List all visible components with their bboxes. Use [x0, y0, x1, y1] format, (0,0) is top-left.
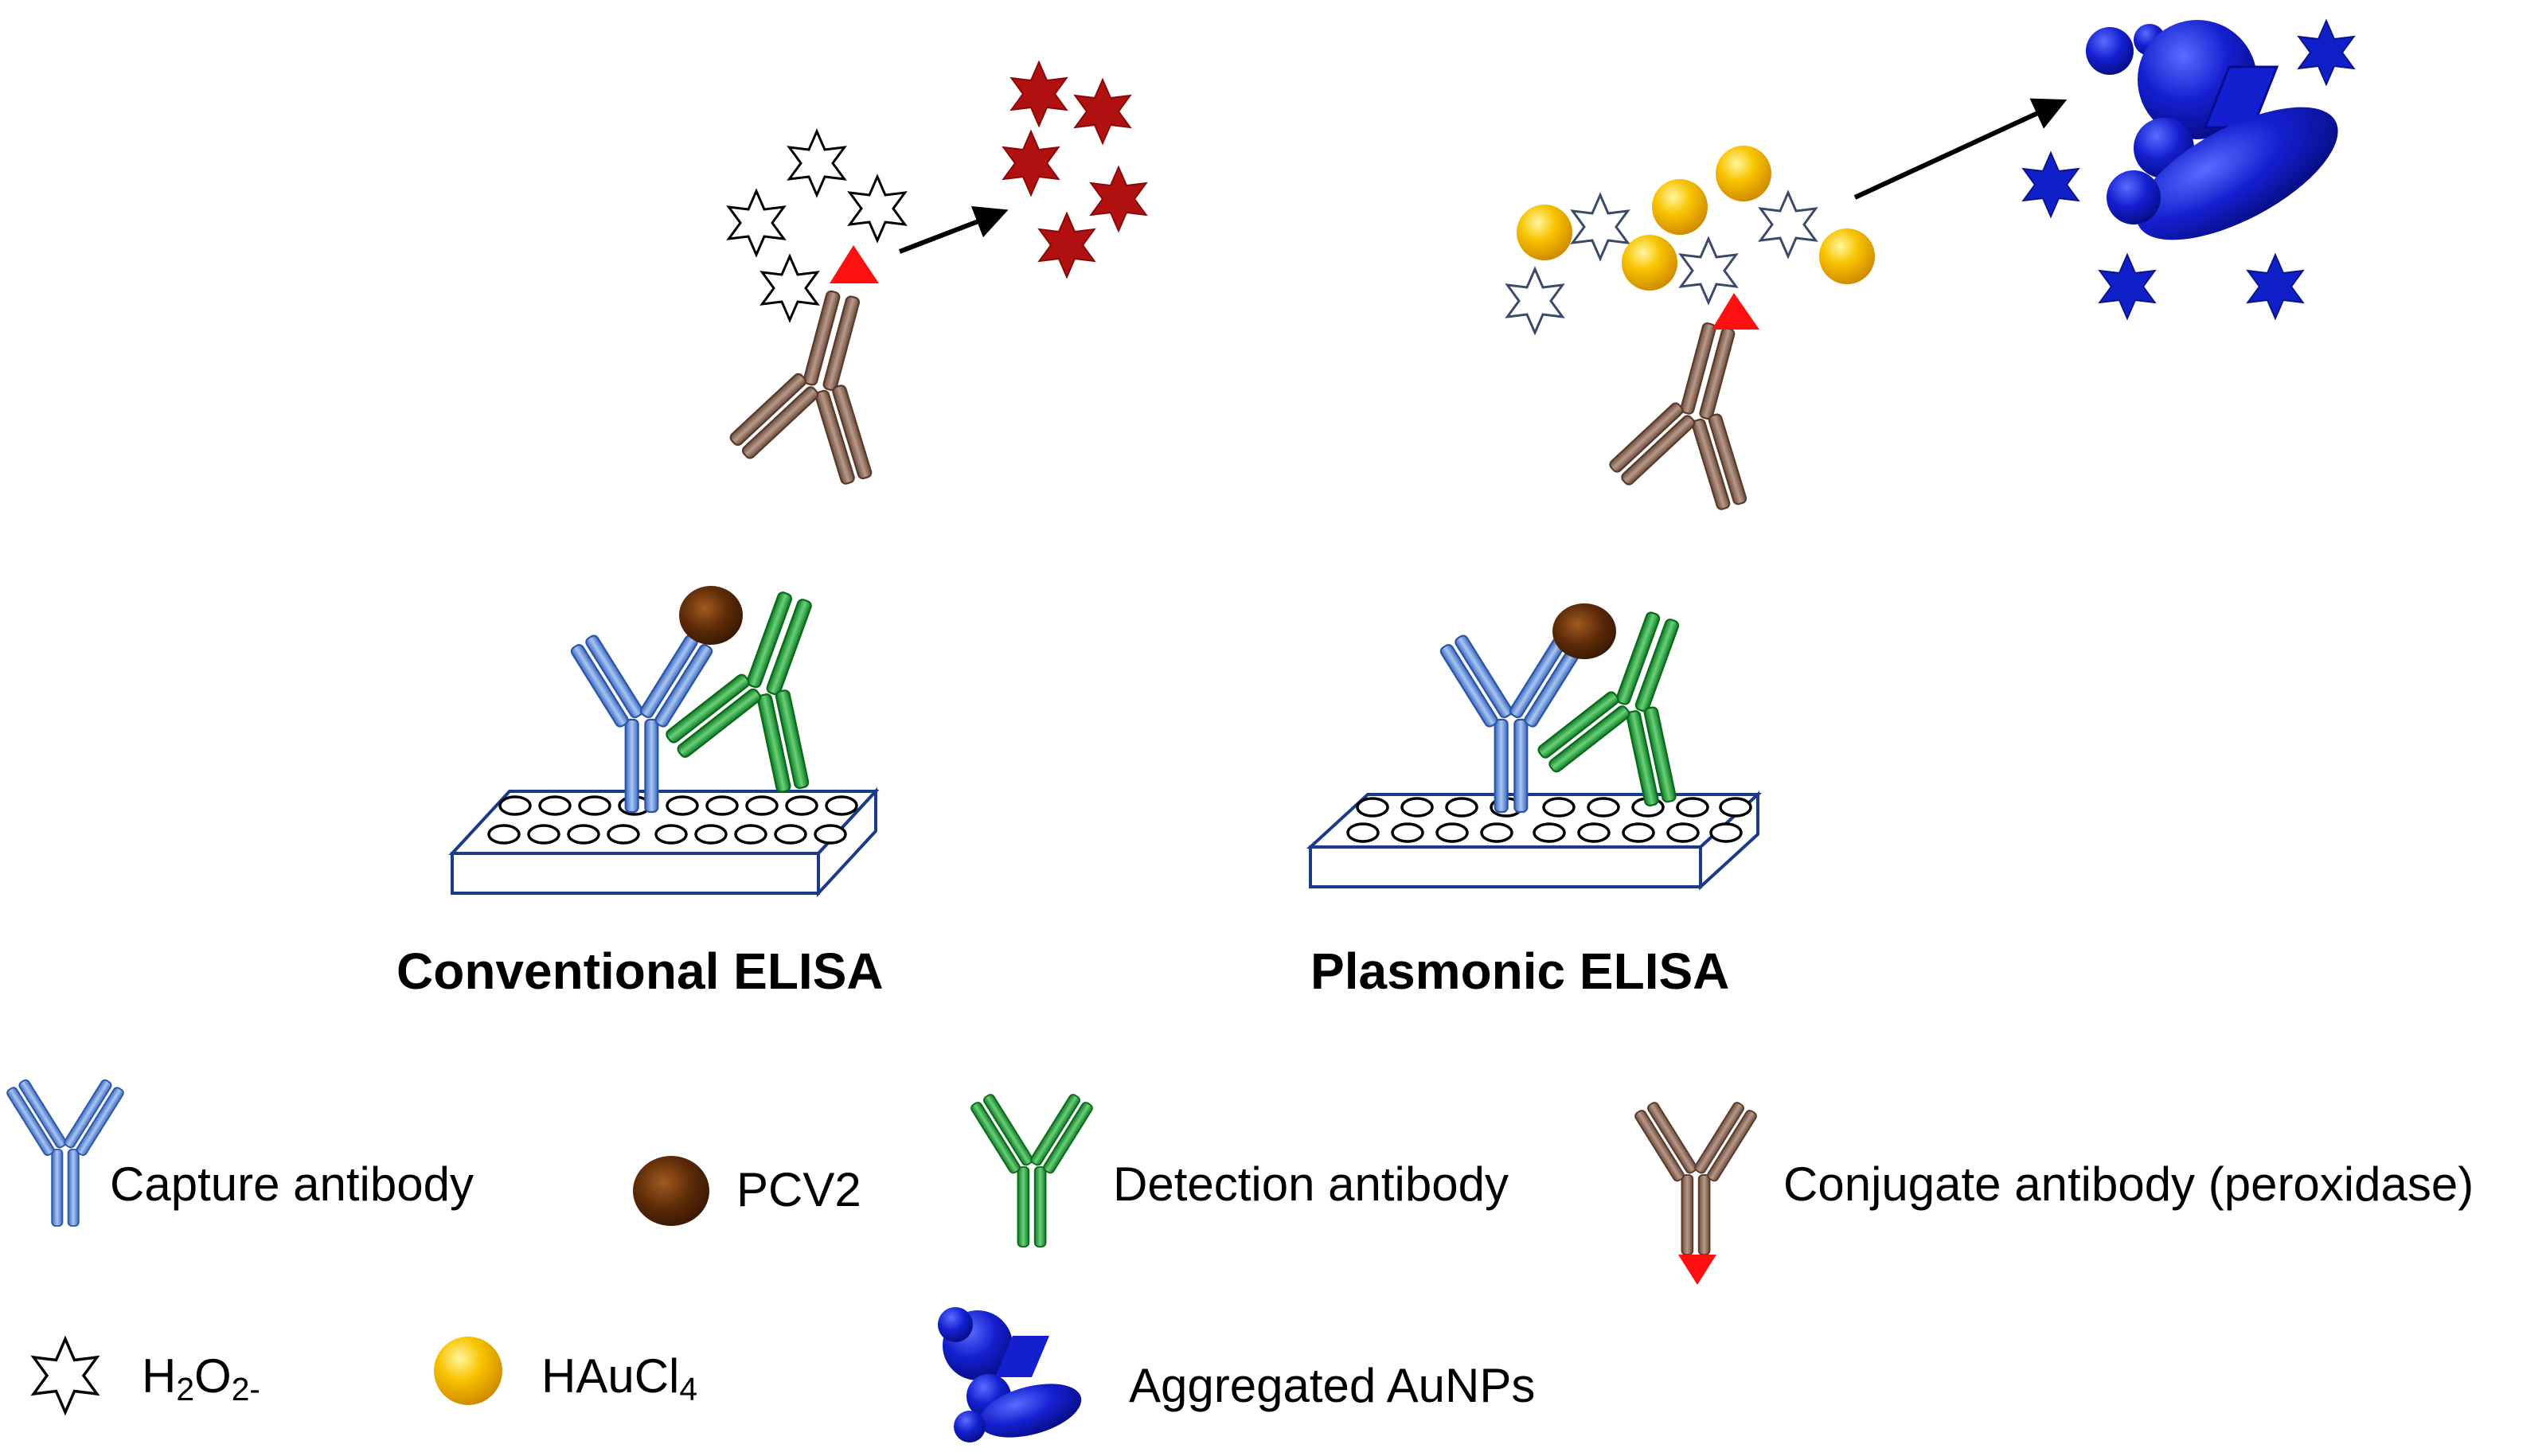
haucl4-label: HAuCl4 [541, 1349, 698, 1408]
capture-antibody-plasmonic [1438, 633, 1584, 814]
peroxidase-plasmonic [1712, 293, 1759, 330]
h2o2-stars-conventional [727, 130, 907, 322]
h2o2-star-icon [32, 1337, 99, 1414]
aggregated-aunps-label: Aggregated AuNPs [1129, 1359, 1536, 1412]
conventional-elisa-title: Conventional ELISA [396, 943, 884, 1000]
conjugate-antibody-icon [1633, 1100, 1759, 1255]
peroxidase-conventional [830, 245, 879, 283]
peroxidase-icon [1678, 1255, 1716, 1285]
capture-antibody-icon [5, 1078, 126, 1227]
reaction-arrow-plasmonic [1853, 98, 2068, 200]
conjugate-antibody-label: Conjugate antibody (peroxidase) [1783, 1157, 2474, 1211]
pcv2-conventional [679, 586, 743, 645]
plasmonic-elisa-title: Plasmonic ELISA [1310, 943, 1730, 1000]
detection-antibody-icon [969, 1092, 1095, 1247]
conjugate-antibody-conventional [723, 274, 917, 493]
pcv2-label: PCV2 [736, 1163, 861, 1216]
capture-antibody-label: Capture antibody [110, 1157, 474, 1211]
haucl4-balls-plasmonic [1517, 146, 1875, 291]
reaction-arrow-conventional [898, 205, 1009, 254]
aggregated-aunps-cluster [2086, 20, 2338, 240]
product-stars-conventional [1002, 61, 1147, 278]
plasmonic-panel [1306, 20, 2355, 891]
pcv2-icon [633, 1156, 709, 1226]
conventional-panel [448, 61, 1147, 898]
detection-antibody-label: Detection antibody [1113, 1157, 1509, 1211]
pcv2-plasmonic [1552, 603, 1616, 659]
microplate-wells-conventional [487, 795, 858, 845]
h2o2-label: H2O2- [142, 1349, 260, 1408]
conjugate-antibody-plasmonic [1603, 306, 1790, 518]
haucl4-icon [434, 1337, 502, 1405]
aggregated-aunps-icon [938, 1307, 1082, 1442]
